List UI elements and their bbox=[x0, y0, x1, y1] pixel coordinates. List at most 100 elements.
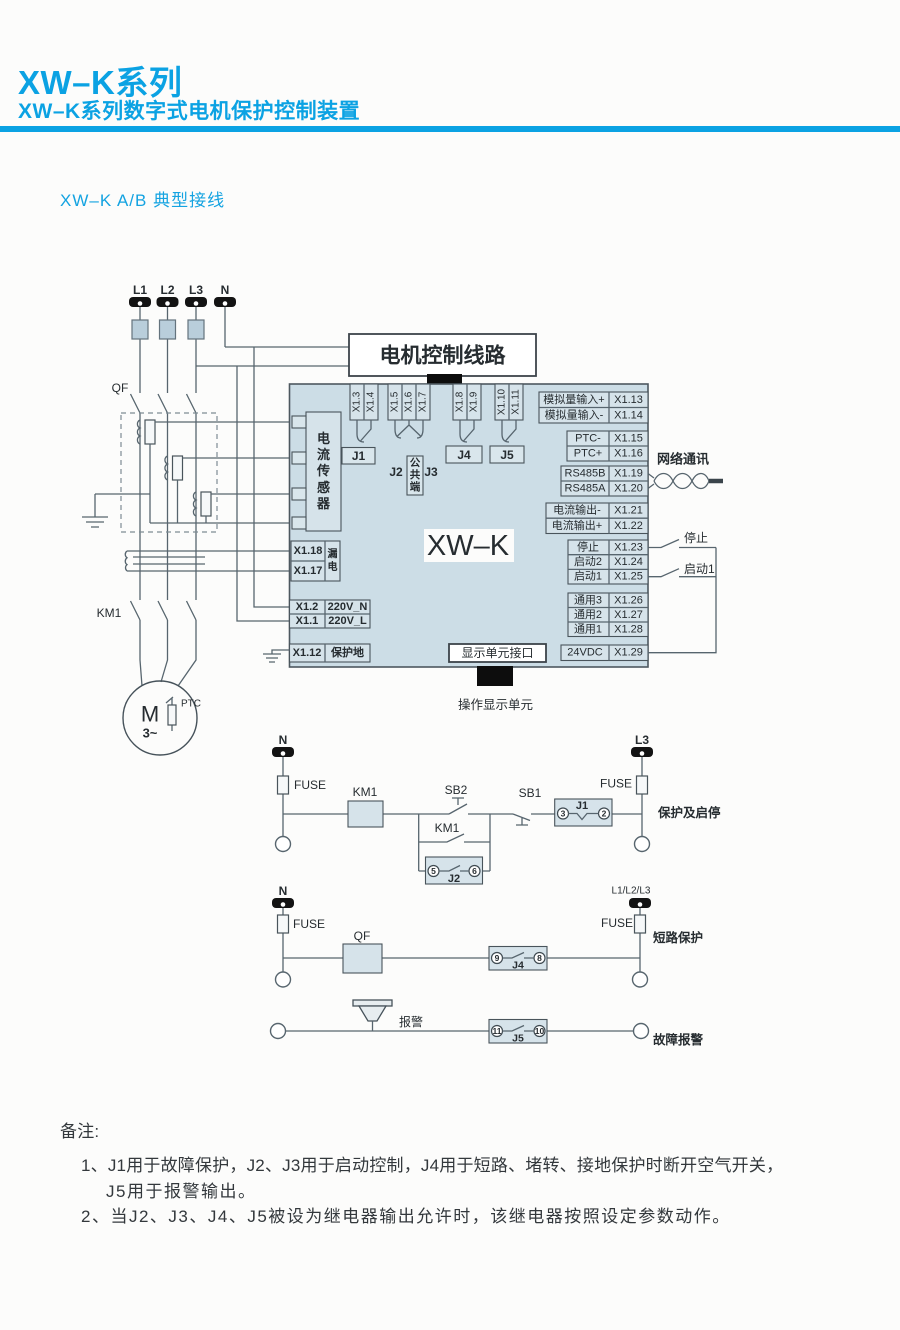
row3-right-node bbox=[632, 1022, 650, 1040]
label-iout-minus: 电流输出- bbox=[553, 503, 601, 517]
label-iout-plus: 电流输出+ bbox=[552, 518, 602, 532]
label-gp3: 通用3 bbox=[574, 594, 602, 607]
j5-contact: 11 10 J5 bbox=[488, 1018, 548, 1045]
current-transformers bbox=[82, 412, 292, 533]
j4-terminal-a: 9 bbox=[495, 953, 500, 963]
relay-j2-label: J2 bbox=[389, 465, 403, 479]
j4-terminal-b: 8 bbox=[537, 953, 542, 963]
wire-220v-n bbox=[253, 347, 290, 608]
relay-j1-label: J1 bbox=[352, 449, 366, 463]
device-panel: XW–K X1.3 X1.4 X1.5 X1.6 X1.7 X1.8 X1.9 … bbox=[263, 383, 649, 686]
label-ptc-minus: PTC- bbox=[575, 433, 601, 445]
row2-caption: 短路保护 bbox=[653, 930, 703, 945]
relay-j4-label: J4 bbox=[457, 448, 471, 462]
j4-contact: 9 8 J4 bbox=[488, 945, 548, 972]
row1-right-node bbox=[633, 835, 651, 853]
remote-stop-switch: 停止 bbox=[648, 530, 716, 549]
row2-left-terminal-label: N bbox=[279, 884, 288, 898]
qf-trip-box bbox=[342, 943, 383, 974]
motor-phases: 3~ bbox=[143, 726, 158, 741]
terminal-x1-4: X1.4 bbox=[366, 391, 377, 412]
page-subtitle: XW–K系列数字式电机保护控制装置 bbox=[18, 100, 361, 123]
terminal-x1-7: X1.7 bbox=[418, 391, 429, 412]
row2-right-fuse-icon bbox=[633, 914, 647, 934]
terminal-x1-15: X1.15 bbox=[614, 433, 643, 445]
earth-symbol bbox=[82, 493, 150, 528]
display-unit-label: 操作显示单元 bbox=[458, 697, 533, 712]
terminal-x1-19: X1.19 bbox=[614, 468, 643, 480]
terminal-x1-14: X1.14 bbox=[614, 410, 643, 422]
relay-terminal-labels: X1.3 X1.4 X1.5 X1.6 X1.7 X1.8 X1.9 X1.10… bbox=[352, 388, 522, 415]
relay-j3-label: J3 bbox=[424, 465, 438, 479]
terminal-x1-3: X1.3 bbox=[352, 391, 363, 412]
remote-stop-label: 停止 bbox=[684, 530, 708, 545]
km1-coil bbox=[347, 800, 384, 828]
label-24vdc: 24VDC bbox=[567, 647, 603, 659]
terminal-x1-16: X1.16 bbox=[614, 448, 643, 460]
qf-trip-label: QF bbox=[354, 929, 371, 943]
row1-right-fuse-icon bbox=[635, 775, 649, 795]
terminal-x1-22: X1.22 bbox=[614, 520, 643, 532]
label-analog-plus: 模拟量输入+ bbox=[543, 392, 604, 406]
common-terminal-vertical-label: 公共端 bbox=[409, 457, 421, 493]
sb1-button: SB1 bbox=[512, 786, 542, 826]
motor-control-box-label: 电机控制线路 bbox=[380, 344, 507, 368]
ptc-icon bbox=[165, 696, 177, 731]
row1-left-fuse-icon bbox=[276, 775, 290, 795]
contactor-km1: KM1 bbox=[97, 600, 197, 687]
ct-sensor-vertical-label: 电流传感器 bbox=[316, 431, 330, 511]
phase-label-l1: L1 bbox=[133, 283, 147, 297]
terminal-x1-8: X1.8 bbox=[455, 391, 466, 412]
note-item1-line1: 1、J1用于故障保护，J2、J3用于启动控制，J4用于短路、堵转、接地保护时断开… bbox=[81, 1156, 784, 1175]
note-item2: 2、当J2、J3、J4、J5被设为继电器输出允许时，该继电器按照设定参数动作。 bbox=[81, 1207, 731, 1226]
row1-left-fuse-label: FUSE bbox=[294, 778, 326, 792]
breaker-qf: QF bbox=[112, 381, 197, 600]
wire-220v-l bbox=[236, 366, 290, 622]
breaker-qf-blades bbox=[129, 393, 197, 414]
motor-control-box: 电机控制线路 bbox=[348, 333, 537, 385]
terminal-x1-25: X1.25 bbox=[614, 571, 643, 583]
control-box-connector bbox=[427, 374, 462, 385]
j1-terminal-a: 3 bbox=[561, 809, 566, 819]
terminal-x1-9: X1.9 bbox=[469, 391, 480, 412]
row1-left-terminal-label: N bbox=[279, 733, 288, 747]
terminal-x1-18: X1.18 bbox=[294, 545, 323, 557]
power-lug-icons bbox=[129, 297, 236, 307]
device-name: XW–K bbox=[427, 530, 510, 562]
self-hold-branch: KM1 5 6 J2 bbox=[418, 814, 491, 885]
phase-label-l2: L2 bbox=[160, 283, 174, 297]
label-rs485a: RS485A bbox=[565, 483, 607, 495]
j2-contact-label: J2 bbox=[448, 873, 460, 885]
motor-ptc-label: PTC bbox=[181, 699, 201, 710]
leakage-ct bbox=[124, 550, 291, 572]
relay-terminal-strips: X1.3 X1.4 X1.5 X1.6 X1.7 X1.8 X1.9 X1.10… bbox=[341, 383, 525, 496]
ct-input-block bbox=[291, 411, 342, 532]
terminal-x1-12: X1.12 bbox=[293, 647, 322, 659]
j1-terminal-b: 2 bbox=[602, 809, 607, 819]
terminal-x1-5: X1.5 bbox=[390, 391, 401, 412]
row2-left-node bbox=[274, 971, 292, 988]
terminal-x1-27: X1.27 bbox=[614, 609, 643, 621]
header-rule bbox=[0, 126, 900, 132]
terminal-x1-29: X1.29 bbox=[614, 647, 643, 659]
label-220v-l: 220V_L bbox=[328, 615, 367, 627]
sb2-button: SB2 bbox=[445, 783, 468, 815]
j5-terminal-a: 11 bbox=[493, 1026, 502, 1036]
alarm-label: 报警 bbox=[399, 1014, 423, 1029]
label-gp1: 通用1 bbox=[574, 623, 602, 636]
j2-terminal-b: 6 bbox=[472, 866, 477, 876]
motor: M 3~ PTC bbox=[122, 680, 201, 756]
label-start1: 启动1 bbox=[574, 570, 602, 583]
row3-caption: 故障报警 bbox=[653, 1032, 704, 1047]
relay-contact-glyphs bbox=[356, 420, 517, 443]
io-terminal-rows: 模拟量输入+ X1.13 模拟量输入- X1.14 PTC- X1.15 PTC… bbox=[538, 391, 649, 662]
relay-j5-label: J5 bbox=[500, 448, 514, 462]
terminal-x1-26: X1.26 bbox=[614, 595, 643, 607]
j4-contact-label: J4 bbox=[512, 960, 524, 972]
j1-contact-label: J1 bbox=[576, 800, 588, 812]
terminal-x1-2: X1.2 bbox=[296, 601, 319, 613]
terminal-x1-13: X1.13 bbox=[614, 394, 643, 406]
row2-right-terminal-label: L1/L2/L3 bbox=[612, 886, 651, 897]
remote-start-switch: 启动1 bbox=[648, 547, 717, 654]
